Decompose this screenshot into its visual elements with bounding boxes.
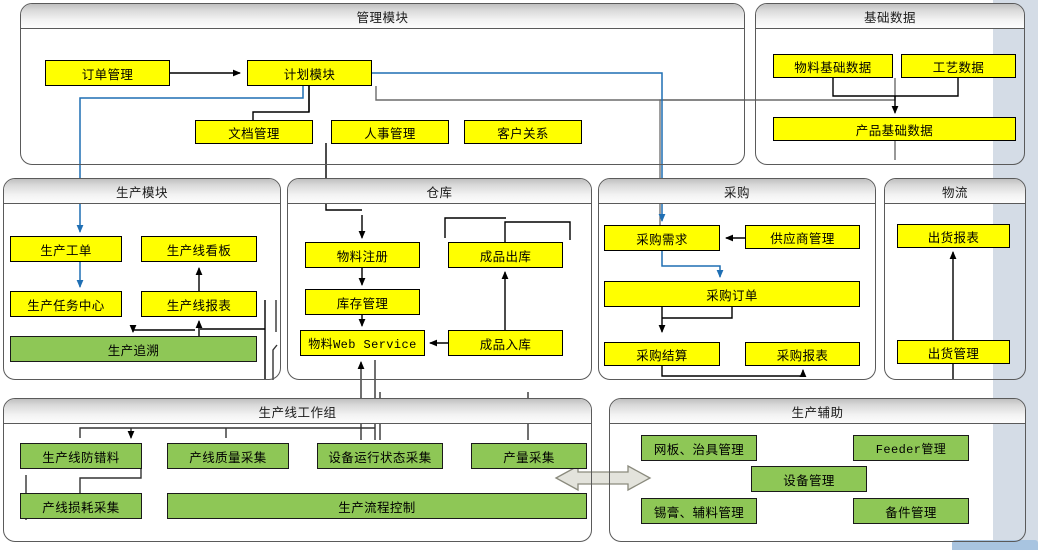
node-label: 产线质量采集: [189, 450, 267, 465]
node-customer-relations[interactable]: 客户关系: [464, 120, 582, 144]
node-planning-module[interactable]: 计划模块: [247, 60, 372, 86]
panel-production-support[interactable]: 生产辅助: [609, 398, 1026, 542]
node-line-mistake-proofing[interactable]: 生产线防错料: [20, 443, 142, 469]
node-label: 生产线看板: [166, 243, 232, 258]
node-label: 生产线报表: [166, 298, 232, 313]
node-process-control[interactable]: 生产流程控制: [167, 493, 587, 519]
node-purchase-settlement[interactable]: 采购结算: [604, 342, 720, 366]
node-label: 订单管理: [81, 67, 134, 82]
node-shipment-management[interactable]: 出货管理: [897, 340, 1010, 364]
panel-basic-data[interactable]: 基础数据: [755, 3, 1025, 165]
node-label: 出货管理: [927, 346, 980, 361]
node-equipment-status-capture[interactable]: 设备运行状态采集: [317, 443, 443, 469]
panel-title-logistics: 物流: [941, 185, 968, 200]
node-label: 出货报表: [927, 230, 980, 245]
node-label: 客户关系: [497, 126, 549, 141]
node-label: 物料基础数据: [794, 60, 872, 75]
node-label: 成品入库: [479, 337, 532, 352]
node-solder-paste-management[interactable]: 锡膏、辅料管理: [641, 498, 757, 524]
panel-logistics[interactable]: 物流: [884, 178, 1026, 380]
node-order-management[interactable]: 订单管理: [45, 60, 170, 86]
node-production-task-center[interactable]: 生产任务中心: [10, 291, 122, 317]
node-label: 采购结算: [636, 348, 688, 363]
node-label: 成品出库: [479, 249, 532, 264]
node-material-web-service[interactable]: 物料Web Service: [300, 330, 425, 356]
panel-header-warehouse: 仓库: [288, 179, 591, 204]
panel-title-production: 生产模块: [115, 185, 168, 200]
node-label: 产量采集: [503, 450, 555, 465]
blue-accent-tab: [952, 540, 1038, 550]
node-equipment-management[interactable]: 设备管理: [751, 466, 867, 492]
panel-title-management: 管理模块: [356, 10, 409, 25]
node-label: 产线损耗采集: [42, 500, 120, 515]
node-material-registration[interactable]: 物料注册: [305, 242, 420, 268]
node-label: 生产任务中心: [27, 298, 105, 313]
panel-title-basic-data: 基础数据: [863, 10, 916, 25]
node-label: 采购报表: [776, 348, 829, 363]
panel-title-line-workgroup: 生产线工作组: [258, 405, 337, 420]
node-label: 供应商管理: [770, 231, 835, 246]
node-label: 生产流程控制: [338, 500, 416, 515]
panel-title-warehouse: 仓库: [426, 185, 453, 200]
node-purchase-order[interactable]: 采购订单: [604, 281, 860, 307]
node-label: 人事管理: [364, 126, 416, 141]
node-label: 计划模块: [283, 67, 336, 82]
node-line-loss-capture[interactable]: 产线损耗采集: [20, 493, 142, 519]
node-label: 设备运行状态采集: [328, 450, 432, 465]
node-label: 物料Web Service: [308, 337, 417, 352]
node-label: 物料注册: [336, 249, 389, 264]
node-product-basic-data[interactable]: 产品基础数据: [773, 117, 1016, 141]
node-production-line-report[interactable]: 生产线报表: [141, 291, 257, 317]
panel-warehouse[interactable]: 仓库: [287, 178, 592, 380]
node-output-capture[interactable]: 产量采集: [471, 443, 587, 469]
node-finished-goods-in[interactable]: 成品入库: [448, 330, 563, 356]
node-label: 文档管理: [228, 126, 280, 141]
node-production-line-board[interactable]: 生产线看板: [141, 236, 257, 262]
node-label: 采购订单: [706, 288, 758, 303]
node-label: Feeder管理: [875, 442, 947, 457]
panel-purchasing[interactable]: 采购: [598, 178, 876, 380]
panel-header-production-support: 生产辅助: [610, 399, 1025, 424]
node-label: 生产线防错料: [42, 450, 120, 465]
node-stencil-fixture-management[interactable]: 网板、治具管理: [641, 435, 757, 461]
node-production-work-order[interactable]: 生产工单: [10, 236, 122, 262]
node-document-management[interactable]: 文档管理: [195, 120, 313, 144]
panel-management[interactable]: 管理模块: [20, 3, 745, 165]
node-inventory-management[interactable]: 库存管理: [305, 289, 420, 315]
node-label: 采购需求: [636, 232, 688, 247]
node-spare-parts-management[interactable]: 备件管理: [853, 498, 969, 524]
node-label: 网板、治具管理: [653, 442, 745, 457]
panel-header-purchasing: 采购: [599, 179, 875, 204]
node-line-quality-capture[interactable]: 产线质量采集: [167, 443, 289, 469]
panel-line-workgroup[interactable]: 生产线工作组: [3, 398, 592, 542]
panel-header-basic-data: 基础数据: [756, 4, 1024, 29]
node-label: 产品基础数据: [855, 123, 934, 138]
node-material-basic-data[interactable]: 物料基础数据: [773, 54, 893, 78]
panel-title-purchasing: 采购: [723, 185, 750, 200]
node-label: 备件管理: [885, 505, 937, 520]
node-purchase-report[interactable]: 采购报表: [745, 342, 860, 366]
panel-title-production-support: 生产辅助: [791, 405, 844, 420]
panel-header-management: 管理模块: [21, 4, 744, 29]
node-process-data[interactable]: 工艺数据: [901, 54, 1016, 78]
node-shipment-report[interactable]: 出货报表: [897, 224, 1010, 248]
node-finished-goods-out[interactable]: 成品出库: [448, 242, 563, 268]
panel-header-line-workgroup: 生产线工作组: [4, 399, 591, 424]
node-label: 库存管理: [336, 296, 389, 311]
node-hr-management[interactable]: 人事管理: [331, 120, 449, 144]
node-feeder-management[interactable]: Feeder管理: [853, 435, 969, 461]
panel-header-production: 生产模块: [4, 179, 280, 204]
panel-production[interactable]: 生产模块: [3, 178, 281, 380]
node-production-traceability[interactable]: 生产追溯: [10, 336, 257, 362]
node-label: 生产追溯: [107, 343, 160, 358]
node-supplier-management[interactable]: 供应商管理: [745, 225, 860, 249]
node-label: 工艺数据: [932, 60, 985, 75]
node-label: 设备管理: [783, 473, 835, 488]
panel-header-logistics: 物流: [885, 179, 1025, 204]
node-label: 生产工单: [40, 243, 92, 258]
node-label: 锡膏、辅料管理: [653, 505, 745, 520]
node-purchase-requirement[interactable]: 采购需求: [604, 225, 720, 251]
